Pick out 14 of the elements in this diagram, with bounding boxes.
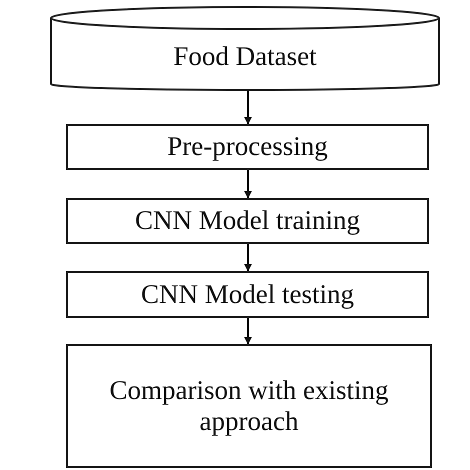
process-box (66, 271, 429, 318)
node-label: Comparison with existing approach (108, 374, 390, 438)
process-box (66, 344, 432, 468)
arrow (244, 318, 252, 345)
process-box (66, 198, 429, 244)
database-cylinder (50, 6, 440, 90)
node-label: CNN Model testing (141, 278, 354, 310)
process-box (66, 124, 429, 170)
node-label: Food Dataset (173, 41, 317, 73)
arrow (244, 170, 252, 199)
arrow (244, 244, 252, 272)
node-label: CNN Model training (135, 205, 360, 237)
arrow (244, 90, 252, 125)
node-label: Pre-processing (167, 131, 328, 163)
